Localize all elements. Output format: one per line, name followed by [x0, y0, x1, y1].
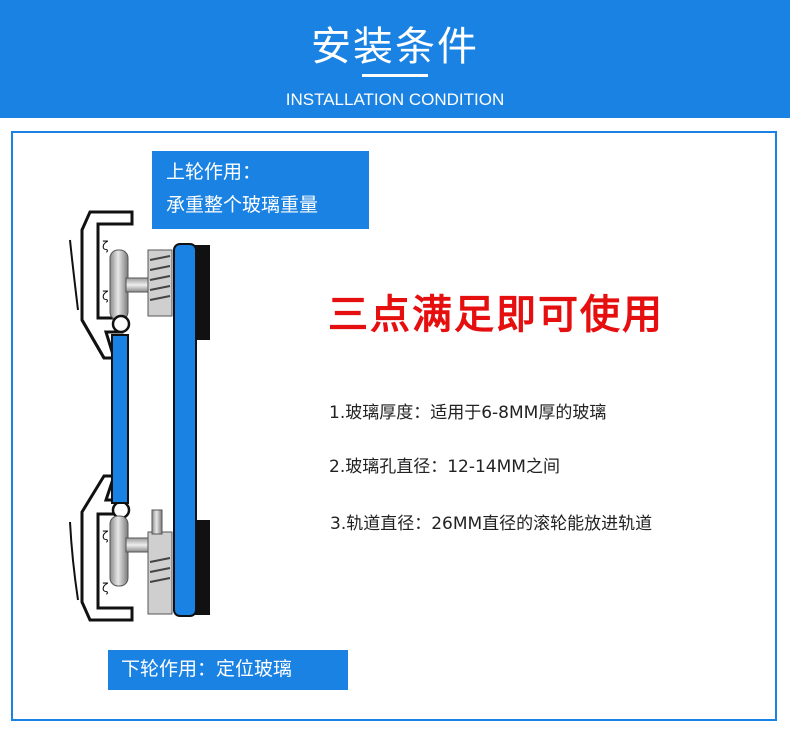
- condition-glass-thickness: 1.玻璃厚度：适用于6-8MM厚的玻璃: [329, 403, 607, 423]
- page-title: 安装条件: [311, 24, 479, 70]
- top-wheel-label: 上轮作用： 承重整个玻璃重量: [152, 151, 369, 229]
- header-banner: 安装条件 INSTALLATION CONDITION: [0, 0, 790, 118]
- bottom-wheel-label: 下轮作用：定位玻璃: [108, 650, 348, 690]
- top-roller: [109, 249, 173, 334]
- svg-text:ζ: ζ: [102, 529, 109, 543]
- title-underline: [362, 74, 428, 77]
- svg-text:ζ: ζ: [102, 239, 109, 253]
- page-subtitle: INSTALLATION CONDITION: [285, 90, 505, 109]
- top-wheel-label-line1: 上轮作用：: [166, 161, 262, 183]
- thick-glass-panel: [173, 243, 197, 617]
- svg-text:ζ: ζ: [102, 289, 109, 303]
- thin-glass-panel: [111, 334, 129, 504]
- svg-text:ζ: ζ: [102, 581, 109, 595]
- condition-track-diameter: 3.轨道直径：26MM直径的滚轮能放进轨道: [330, 514, 653, 534]
- headline-three-points: 三点满足即可使用: [328, 292, 664, 338]
- condition-hole-diameter: 2.玻璃孔直径：12-14MM之间: [329, 457, 560, 477]
- bottom-roller: [109, 500, 173, 615]
- roller-installation-diagram: ζ ζ ζ ζ: [69, 210, 210, 622]
- content-frame: [11, 131, 777, 721]
- top-wheel-label-line2: 承重整个玻璃重量: [166, 194, 319, 216]
